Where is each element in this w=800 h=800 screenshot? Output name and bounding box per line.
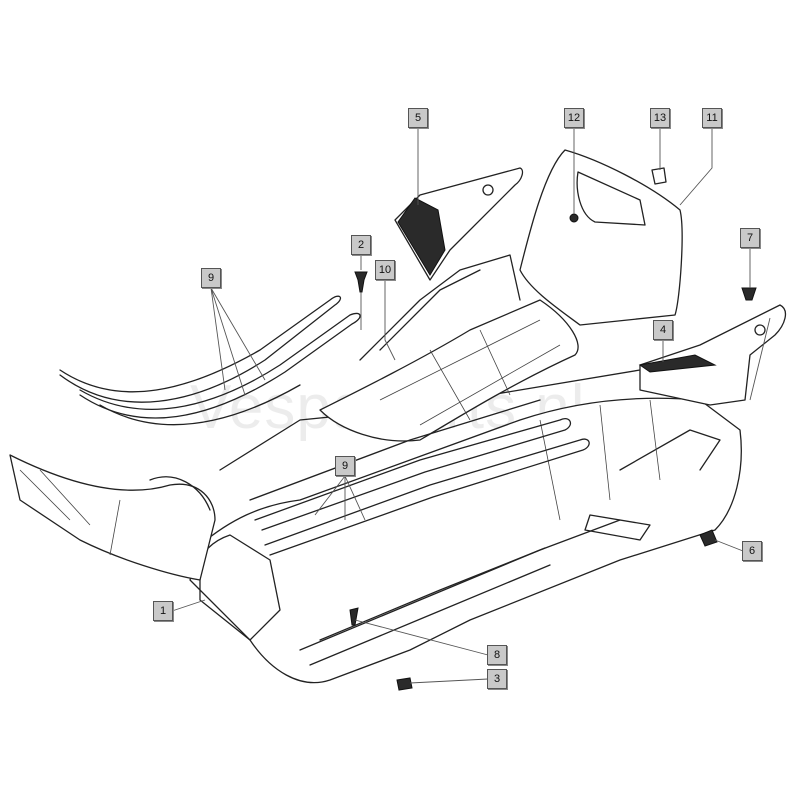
callout-9-middle[interactable]: 9 — [335, 456, 355, 476]
leader-lines — [171, 128, 771, 684]
nut-part-3 — [396, 677, 413, 691]
callout-1[interactable]: 1 — [153, 601, 173, 621]
callout-2[interactable]: 2 — [351, 235, 371, 255]
callout-13[interactable]: 13 — [650, 108, 670, 128]
left-side-runner — [9, 454, 216, 581]
callout-5[interactable]: 5 — [408, 108, 428, 128]
callout-7[interactable]: 7 — [740, 228, 760, 248]
callout-11[interactable]: 11 — [702, 108, 722, 128]
cover-part-11 — [519, 149, 683, 326]
callout-9-upper[interactable]: 9 — [201, 268, 221, 288]
callout-10[interactable]: 10 — [375, 260, 395, 280]
callout-6[interactable]: 6 — [742, 541, 762, 561]
screw-part-2 — [354, 271, 368, 293]
callout-3[interactable]: 3 — [487, 669, 507, 689]
rubber-strips-middle — [249, 399, 590, 556]
nut-part-6 — [699, 529, 718, 547]
callout-4[interactable]: 4 — [653, 320, 673, 340]
screw-part-12 — [569, 213, 579, 223]
footrest-part-4 — [638, 304, 787, 406]
rubber-strips-upper — [59, 295, 361, 426]
screw-part-7 — [741, 287, 757, 301]
centre-floor-board-part-10 — [319, 254, 579, 442]
footrest-part-5 — [394, 167, 524, 281]
callout-8[interactable]: 8 — [487, 645, 507, 665]
clip-part-13 — [651, 167, 667, 185]
screw-part-8 — [349, 607, 359, 626]
callout-12[interactable]: 12 — [564, 108, 584, 128]
